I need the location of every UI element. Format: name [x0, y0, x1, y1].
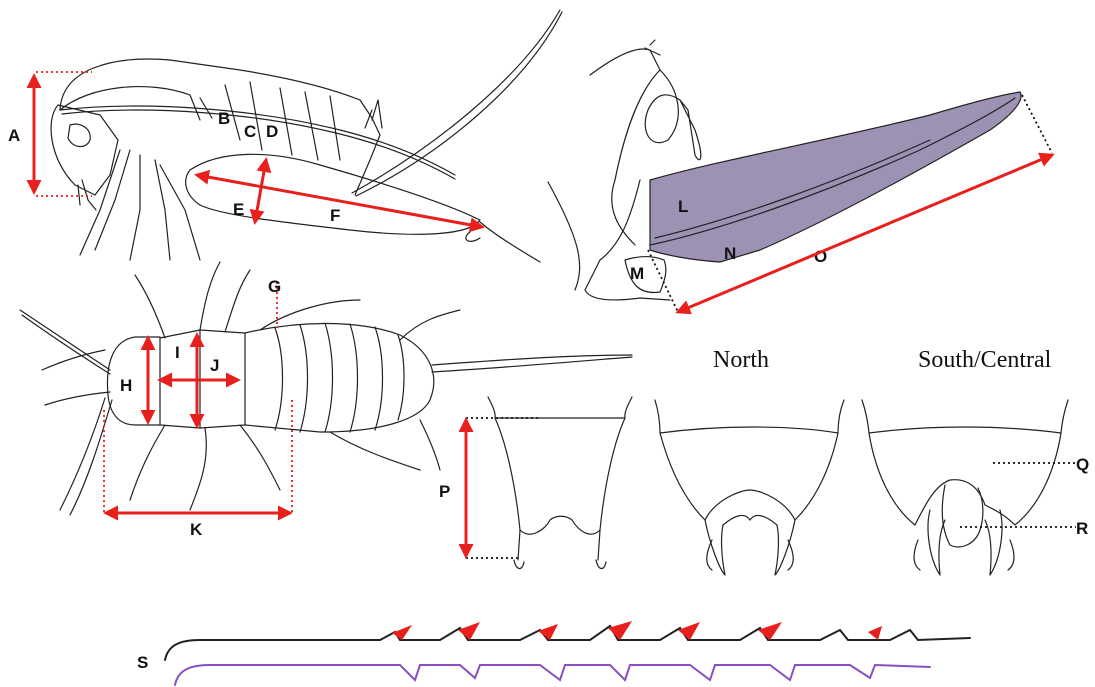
label-r: R — [1076, 519, 1088, 538]
label-s: S — [137, 653, 148, 672]
label-n: N — [724, 244, 736, 263]
title-south-central: South/Central — [918, 347, 1052, 373]
measure-e-arrow — [255, 160, 266, 222]
serrated-profile-black — [165, 621, 970, 660]
label-b: B — [218, 109, 230, 128]
dorsal-view-drawing — [20, 262, 632, 515]
lateral-view-drawing — [51, 10, 562, 262]
label-a: A — [8, 126, 20, 145]
label-p: P — [439, 482, 450, 501]
subgenital-plate-north — [655, 400, 844, 575]
subgenital-plate-plain — [488, 397, 632, 569]
subgenital-plate-south-central — [862, 400, 1068, 575]
label-h: H — [120, 376, 132, 395]
label-f: F — [330, 206, 340, 225]
label-q: Q — [1076, 455, 1089, 474]
serrated-profile-purple — [175, 665, 930, 685]
label-d: D — [266, 122, 278, 141]
ovipositor-blade — [650, 92, 1021, 262]
label-g: G — [268, 277, 281, 296]
label-i: I — [175, 343, 180, 362]
label-k: K — [190, 520, 203, 539]
title-north: North — [713, 347, 769, 373]
label-c: C — [244, 122, 256, 141]
label-m: M — [630, 264, 644, 283]
ovipositor-drawing — [548, 40, 1021, 300]
label-l: L — [678, 197, 688, 216]
label-e: E — [233, 200, 244, 219]
label-j: J — [210, 356, 219, 375]
